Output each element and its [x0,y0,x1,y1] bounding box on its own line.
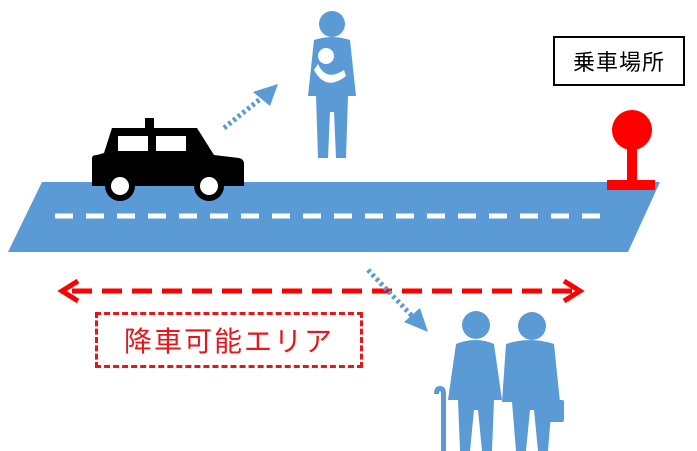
bus-stop-sign-icon [607,110,655,190]
dropoff-area-text: 降車可能エリア [123,325,334,358]
boarding-place-label: 乗車場所 [553,36,685,86]
dropoff-area-label: 降車可能エリア [95,312,363,368]
person-with-baby-icon [308,11,356,158]
road [8,182,660,252]
dotted-arrow-to-passenger [222,84,278,130]
dropoff-range-arrow [57,278,585,304]
elderly-couple-icon [434,311,564,451]
taxi-icon [92,118,244,201]
dotted-arrow-to-elderly [366,268,428,332]
boarding-place-text: 乗車場所 [572,51,665,76]
